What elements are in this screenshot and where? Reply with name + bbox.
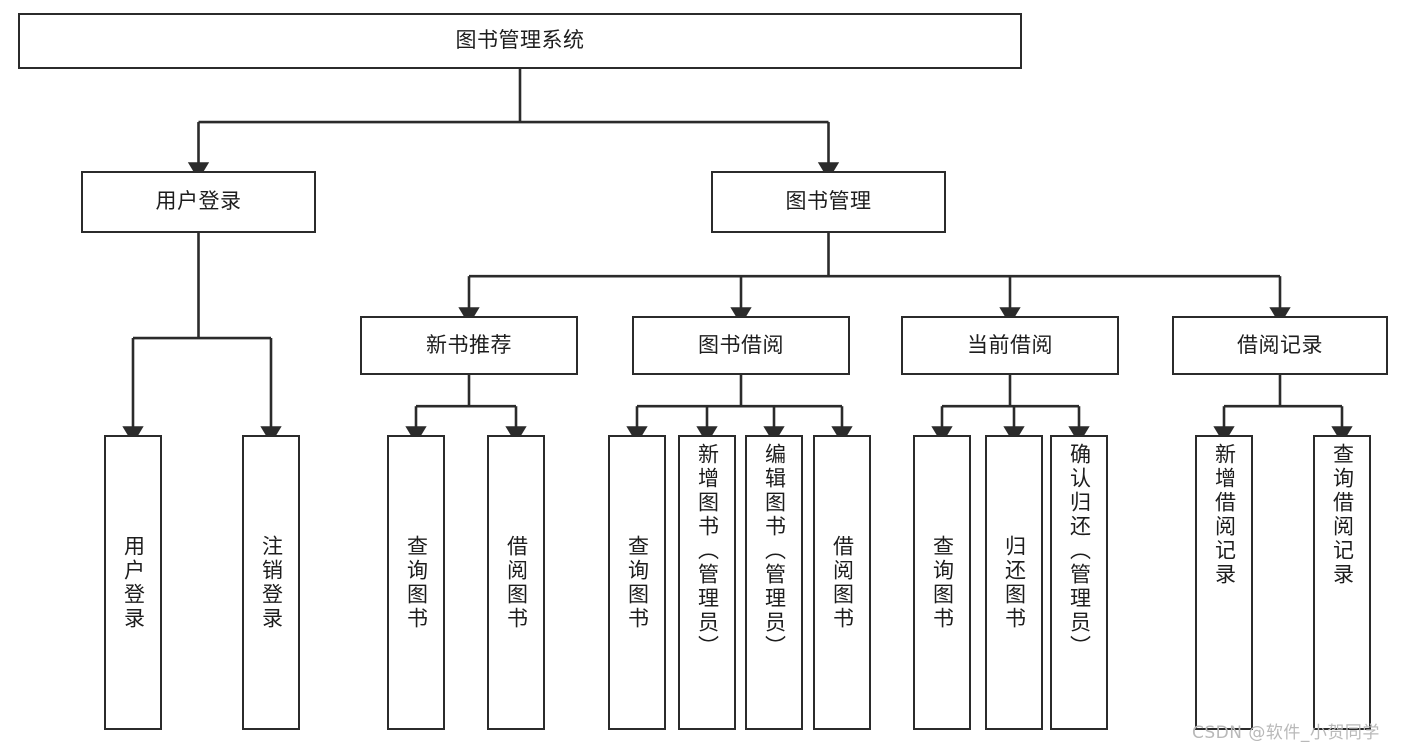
node-label: 图书借阅: [698, 332, 784, 357]
node-label: 用户登录: [121, 534, 146, 631]
node-book-manage[interactable]: 图书管理: [711, 171, 946, 233]
node-label: 图书管理: [785, 189, 872, 214]
node-user-login[interactable]: 用户登录: [81, 171, 316, 233]
node-leaf-query-book-1[interactable]: 查询图书: [387, 435, 445, 730]
node-label: 查询借阅记录: [1330, 443, 1355, 587]
node-label: 借阅记录: [1237, 332, 1323, 357]
node-label: 注销登录: [259, 534, 284, 631]
node-borrow-record[interactable]: 借阅记录: [1172, 316, 1388, 375]
node-label: 图书管理系统: [455, 28, 585, 53]
node-current-borrow[interactable]: 当前借阅: [901, 316, 1119, 375]
node-leaf-query-book-3[interactable]: 查询图书: [913, 435, 971, 730]
node-leaf-query-book-2[interactable]: 查询图书: [608, 435, 666, 730]
node-leaf-add-record[interactable]: 新增借阅记录: [1195, 435, 1253, 730]
node-label: 查询图书: [404, 534, 429, 631]
node-label: 归还图书: [1002, 534, 1027, 631]
node-leaf-add-book[interactable]: 新增图书（管理员）: [678, 435, 736, 730]
node-label: 用户登录: [155, 189, 242, 214]
node-leaf-query-record[interactable]: 查询借阅记录: [1313, 435, 1371, 730]
node-leaf-user-login[interactable]: 用户登录: [104, 435, 162, 730]
node-leaf-edit-book[interactable]: 编辑图书（管理员）: [745, 435, 803, 730]
node-label: 借阅图书: [504, 534, 529, 631]
node-label: 新书推荐: [426, 332, 512, 357]
node-new-book-rec[interactable]: 新书推荐: [360, 316, 578, 375]
node-label: 借阅图书: [830, 534, 855, 631]
node-label: 查询图书: [930, 534, 955, 631]
node-leaf-borrow-book-1[interactable]: 借阅图书: [487, 435, 545, 730]
node-leaf-logout[interactable]: 注销登录: [242, 435, 300, 730]
node-book-borrow[interactable]: 图书借阅: [632, 316, 850, 375]
node-label: 当前借阅: [967, 332, 1053, 357]
node-leaf-confirm-return[interactable]: 确认归还（管理员）: [1050, 435, 1108, 730]
node-leaf-return-book[interactable]: 归还图书: [985, 435, 1043, 730]
csdn-watermark: CSDN @软件_小贺同学: [1192, 723, 1380, 743]
node-label: 编辑图书（管理员）: [762, 443, 787, 659]
node-leaf-borrow-book-2[interactable]: 借阅图书: [813, 435, 871, 730]
node-label: 新增借阅记录: [1212, 443, 1237, 587]
node-label: 确认归还（管理员）: [1067, 443, 1092, 659]
node-label: 查询图书: [625, 534, 650, 631]
node-root[interactable]: 图书管理系统: [18, 13, 1022, 69]
node-label: 新增图书（管理员）: [695, 443, 720, 659]
